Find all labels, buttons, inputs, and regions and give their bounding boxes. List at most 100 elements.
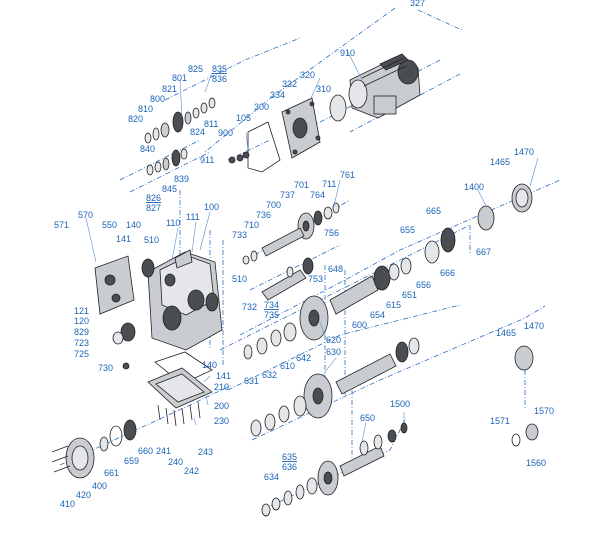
label-320: 320 [300,70,315,80]
label-550: 550 [102,220,117,230]
label-634: 634 [264,472,279,482]
label-756: 756 [324,228,339,238]
label-725: 725 [74,349,89,359]
label-659: 659 [124,456,139,466]
housing-100 [147,249,223,351]
label-240: 240 [168,457,183,467]
label-824: 824 [190,127,205,137]
flange-300-group [281,97,321,159]
label-711: 711 [322,179,336,189]
label-1570: 1570 [534,406,554,416]
label-732: 732 [242,302,257,312]
shaft-630 [335,337,420,395]
label-730: 730 [98,363,113,373]
seal-310 [329,94,347,122]
label-648: 648 [328,264,343,274]
label-821: 821 [162,84,177,94]
seal-665 [440,227,456,253]
label-140a: 140 [126,220,141,230]
label-800: 800 [150,94,165,104]
label-400: 400 [92,481,107,491]
leader-lines [85,51,539,443]
label-654: 654 [370,310,385,320]
bearings-610-632 [243,322,297,360]
pinion-900 [228,151,250,164]
label-801: 801 [172,73,187,83]
label-910: 910 [340,48,355,58]
label-571: 571 [54,220,69,230]
label-140b: 140 [202,360,217,370]
cap-1400 [477,205,495,231]
label-661: 661 [104,468,119,478]
gear-630 [303,373,333,419]
screws-230 [157,401,201,427]
label-737: 737 [280,190,295,200]
label-210: 210 [214,382,229,392]
label-764: 764 [310,190,325,200]
shaft-600 [329,257,412,315]
seal-655 [424,240,440,264]
label-105: 105 [236,113,251,123]
label-845: 845 [162,184,177,194]
gear-635 [317,460,339,496]
label-410: 410 [60,499,75,509]
seal-1500 [400,422,408,434]
label-827: 827 [146,203,161,213]
label-141b: 141 [216,371,231,381]
label-1560: 1560 [526,458,546,468]
bearing-stack-634 [261,477,318,517]
label-636: 636 [282,462,297,472]
part-labels: 327 910 825 835 836 801 821 800 810 811 … [54,0,554,509]
label-734: 734 [264,300,279,310]
seal-725 [112,331,124,345]
label-656: 656 [416,280,431,290]
cap-1465b [514,345,534,371]
label-642: 642 [296,353,311,363]
shaft-assembly-800 [144,97,216,176]
label-723: 723 [74,338,89,348]
label-836: 836 [212,74,227,84]
label-230: 230 [214,416,229,426]
label-701: 701 [294,180,309,190]
label-1470b: 1470 [524,321,544,331]
bearing-510a [141,258,155,278]
label-1470a: 1470 [514,147,534,157]
label-510a: 510 [144,235,159,245]
label-327: 327 [410,0,425,8]
label-735: 735 [264,310,279,320]
label-736: 736 [256,210,271,220]
seal-723 [120,322,136,342]
label-1400: 1400 [464,182,484,192]
label-1465a: 1465 [490,157,510,167]
plug-730 [122,362,130,370]
label-121: 121 [74,306,89,316]
label-761: 761 [340,170,355,180]
label-570: 570 [78,210,93,220]
label-620: 620 [326,335,341,345]
label-635: 635 [282,452,297,462]
label-733: 733 [232,230,247,240]
seal-661 [99,436,109,452]
label-829: 829 [74,327,89,337]
label-242: 242 [184,466,199,476]
seal-659 [109,425,123,447]
seal-660 [123,419,137,441]
gasket-105 [247,121,281,173]
label-811: 811 [204,119,218,129]
label-825: 825 [188,64,203,74]
label-835: 835 [212,64,227,74]
label-120: 120 [74,316,89,326]
label-310: 310 [316,84,331,94]
bearing-stack-620b [250,395,307,437]
label-510b: 510 [232,274,247,284]
shaft-650 [339,429,397,477]
label-630: 630 [326,347,341,357]
cap-1560 [525,423,539,441]
label-334: 334 [270,90,285,100]
label-753: 753 [308,274,323,284]
cap-1465a [511,183,533,213]
cover-550 [94,255,135,315]
gear-620 [299,295,329,341]
label-900: 900 [218,128,233,138]
